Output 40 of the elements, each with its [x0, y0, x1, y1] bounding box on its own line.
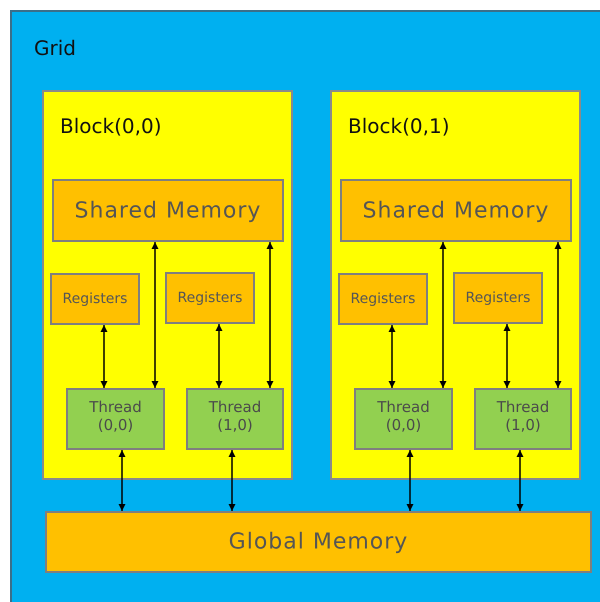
double-arrow	[266, 242, 274, 388]
double-arrow	[504, 324, 510, 388]
double-arrow	[440, 242, 446, 388]
double-arrow	[100, 325, 108, 388]
panel-title: Block(0,0)	[60, 114, 162, 138]
double-arrow	[554, 242, 562, 388]
thread-box	[186, 388, 284, 450]
register-box	[453, 272, 543, 324]
double-arrow	[228, 450, 236, 511]
register-box	[338, 273, 428, 325]
box-label: Registers	[62, 291, 128, 307]
box-label: Thread (1,0)	[208, 398, 262, 434]
block-panel	[42, 90, 293, 480]
box-label: Registers	[176, 290, 244, 306]
memory-box	[340, 179, 572, 242]
register-box	[50, 273, 140, 325]
panel-title: Grid	[34, 36, 76, 60]
thread-box	[66, 388, 165, 450]
grid-panel	[10, 10, 600, 602]
block-panel	[330, 90, 581, 480]
double-arrow	[152, 242, 158, 388]
box-label: Thread (0,0)	[376, 398, 431, 434]
box-label: Global Memory	[228, 530, 410, 554]
thread-box	[354, 388, 453, 450]
box-label: Registers	[350, 291, 416, 307]
thread-box	[474, 388, 572, 450]
double-arrow	[216, 324, 222, 388]
double-arrow	[516, 450, 524, 511]
box-label: Shared Memory	[362, 198, 550, 223]
memory-box	[45, 511, 592, 573]
double-arrow	[388, 325, 396, 388]
register-box	[165, 272, 255, 324]
double-arrow	[118, 450, 126, 511]
box-label: Shared Memory	[74, 198, 262, 223]
box-label: Thread (0,0)	[88, 398, 143, 434]
double-arrow	[406, 450, 414, 511]
panel-title: Block(0,1)	[348, 114, 450, 138]
box-label: Thread (1,0)	[496, 398, 550, 434]
box-label: Registers	[464, 290, 532, 306]
memory-box	[52, 179, 284, 242]
